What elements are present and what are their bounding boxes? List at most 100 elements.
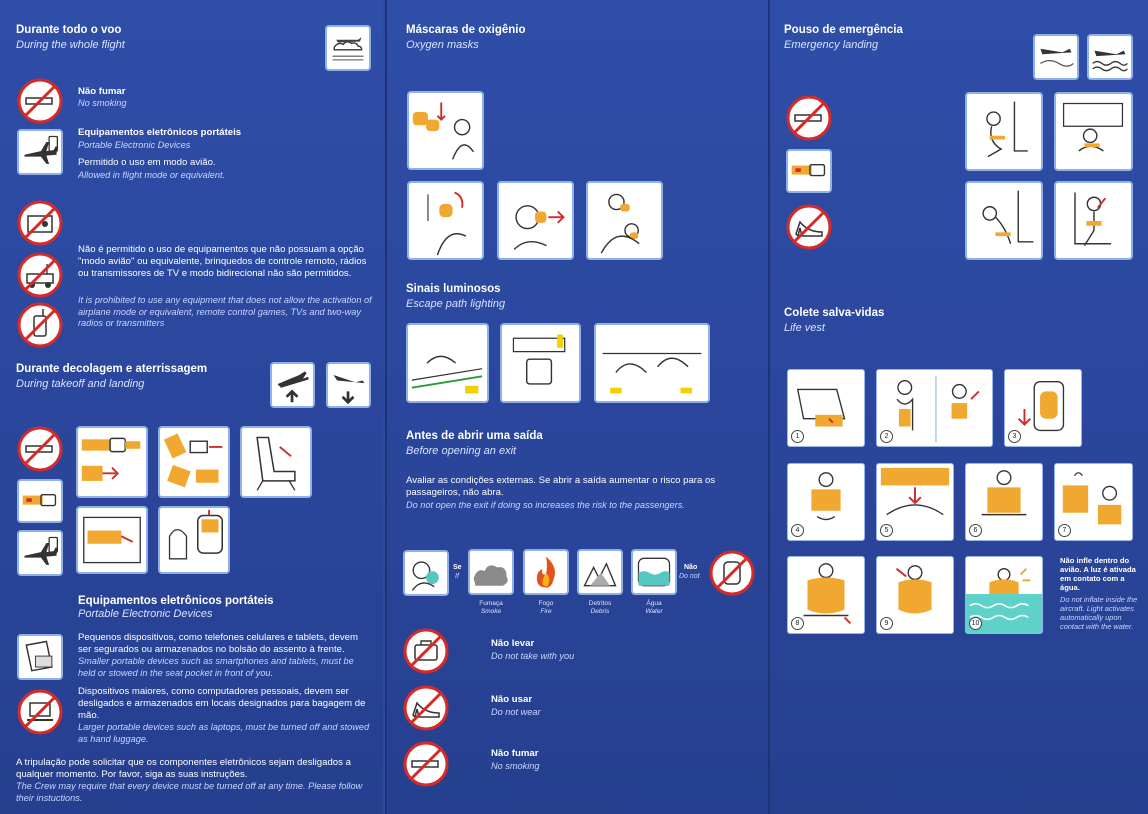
assist-others-illustration — [586, 181, 663, 260]
vest-step-2: 2 — [876, 369, 993, 447]
no-smoking-icon — [17, 78, 63, 124]
debris-icon — [577, 549, 623, 595]
ped-allowed-en: Allowed in flight mode or equivalent. — [78, 170, 226, 180]
no-smoking-icon-2 — [17, 426, 63, 472]
emergency-title: Pouso de emergência — [784, 24, 903, 36]
oxygen-subtitle: Oxygen masks — [406, 39, 479, 51]
whole-flight-subtitle: During the whole flight — [16, 39, 125, 51]
seatbelt-icon — [17, 479, 63, 523]
step-number: 3 — [1008, 430, 1021, 443]
vest-step-1: 1 — [787, 369, 865, 447]
water-caption-pt: Água — [646, 600, 662, 607]
small-devices-text-en: Smaller portable devices such as smartph… — [78, 656, 354, 678]
vest-step-9: 9 — [876, 556, 954, 634]
debris-caption-pt: Detritos — [588, 600, 612, 607]
no-smoking-title: Não fumar — [78, 86, 126, 97]
smoke-caption-pt: Fumaça — [479, 600, 503, 607]
look-outside-icon — [403, 550, 449, 596]
landing-icon — [326, 362, 371, 408]
no-take-title: Não levar — [491, 638, 535, 649]
oxygen-title: Máscaras de oxigênio — [406, 24, 526, 36]
ped2-title: Equipamentos eletrônicos portáteis — [78, 595, 274, 607]
brace-position-1-illustration — [965, 92, 1043, 171]
no-remote-control-toy-icon — [17, 252, 63, 298]
no-smoking-icon-3 — [403, 741, 449, 787]
do-not-open-exit-icon — [709, 550, 755, 596]
exit-text-en: Do not open the exit if doing so increas… — [406, 500, 685, 510]
brace-position-3-illustration — [965, 181, 1043, 260]
seat-upright-illustration — [240, 426, 312, 498]
prohibited-text: Não é permitido o uso de equipamentos qu… — [78, 244, 367, 279]
small-devices-text: Pequenos dispositivos, como telefones ce… — [78, 632, 358, 655]
vest-note-en: Do not inflate inside the aircraft. Ligh… — [1060, 595, 1138, 631]
seat-aisle-illustration — [500, 323, 581, 403]
if-label: Se — [453, 564, 462, 571]
lighting-title: Sinais luminosos — [406, 283, 501, 295]
ped-subtitle: Portable Electronic Devices — [78, 140, 191, 150]
no-high-heels-icon-2 — [786, 204, 832, 250]
panel-oxygen-exit: Máscaras de oxigênio Oxygen masks Sinais… — [385, 0, 768, 814]
water-caption-en: Water — [645, 607, 663, 615]
smoke-caption-en: Smoke — [480, 607, 502, 615]
landing-water-icon — [1087, 34, 1133, 80]
window-shade-illustration — [158, 506, 230, 574]
no-high-heels-icon — [403, 685, 449, 731]
no-luggage-icon — [403, 628, 449, 674]
vest-subtitle: Life vest — [784, 322, 825, 334]
vest-step-7: 7 — [1054, 463, 1133, 541]
step-number: 9 — [880, 617, 893, 630]
step-number: 8 — [791, 617, 804, 630]
large-devices-text-en: Larger portable devices such as laptops,… — [78, 722, 370, 744]
panel-whole-flight: Durante todo o voo During the whole flig… — [0, 0, 383, 814]
fire-caption-pt: Fogo — [538, 600, 554, 607]
ped2-subtitle: Portable Electronic Devices — [78, 608, 213, 620]
exit-title: Antes de abrir uma saída — [406, 430, 543, 442]
crew-instructions: A tripulação pode solicitar que os compo… — [16, 757, 351, 780]
do-not-label-en: Do not — [679, 573, 700, 580]
mask-drop-illustration — [407, 91, 484, 170]
takeoff-subtitle: During takeoff and landing — [16, 378, 145, 390]
flight-mode-icon — [17, 129, 63, 175]
flight-mode-icon-2 — [17, 530, 63, 576]
prohibited-text-en: It is prohibited to use any equipment th… — [78, 295, 372, 328]
no-wear-subtitle: Do not wear — [491, 707, 541, 717]
escape-path-crawl-illustration — [406, 323, 489, 403]
takeoff-title: Durante decolagem e aterrissagem — [16, 363, 208, 375]
step-number: 7 — [1058, 524, 1071, 537]
pull-mask-illustration — [407, 181, 484, 260]
if-label-en: If — [455, 573, 459, 580]
fasten-seatbelt-illustration — [76, 426, 148, 498]
no-wear-title: Não usar — [491, 694, 533, 705]
fire-icon — [523, 549, 569, 595]
step-number: 2 — [880, 430, 893, 443]
no-take-subtitle: Do not take with you — [491, 651, 575, 661]
seat-pocket-tablet-icon — [17, 634, 63, 680]
airplane-cloud-icon — [325, 25, 371, 71]
no-smoking-subtitle: No smoking — [78, 98, 127, 108]
large-devices-text: Dispositivos maiores, como computadores … — [78, 686, 366, 721]
crew-instructions-en: The Crew may require that every device m… — [16, 781, 363, 803]
emergency-subtitle: Emergency landing — [784, 39, 879, 51]
smoke-icon — [468, 549, 514, 595]
step-number: 1 — [791, 430, 804, 443]
no-radio-icon — [17, 200, 63, 246]
stow-tray-illustration — [76, 506, 148, 574]
no-smoking-title-2: Não fumar — [491, 748, 539, 759]
vest-title: Colete salva-vidas — [784, 307, 885, 319]
vest-step-4: 4 — [787, 463, 865, 541]
vest-step-6: 6 — [965, 463, 1043, 541]
brace-position-4-illustration — [1054, 181, 1133, 260]
step-number: 5 — [880, 524, 893, 537]
vest-step-5: 5 — [876, 463, 954, 541]
brace-position-2-illustration — [1054, 92, 1133, 171]
vest-note: Não infle dentro do avião. A luz é ativa… — [1060, 556, 1136, 592]
no-two-way-radio-icon — [17, 302, 63, 348]
vest-step-3: 3 — [1004, 369, 1082, 447]
no-smoking-subtitle-2: No smoking — [491, 761, 540, 771]
no-laptop-icon — [17, 689, 63, 735]
whole-flight-title: Durante todo o voo — [16, 24, 122, 36]
